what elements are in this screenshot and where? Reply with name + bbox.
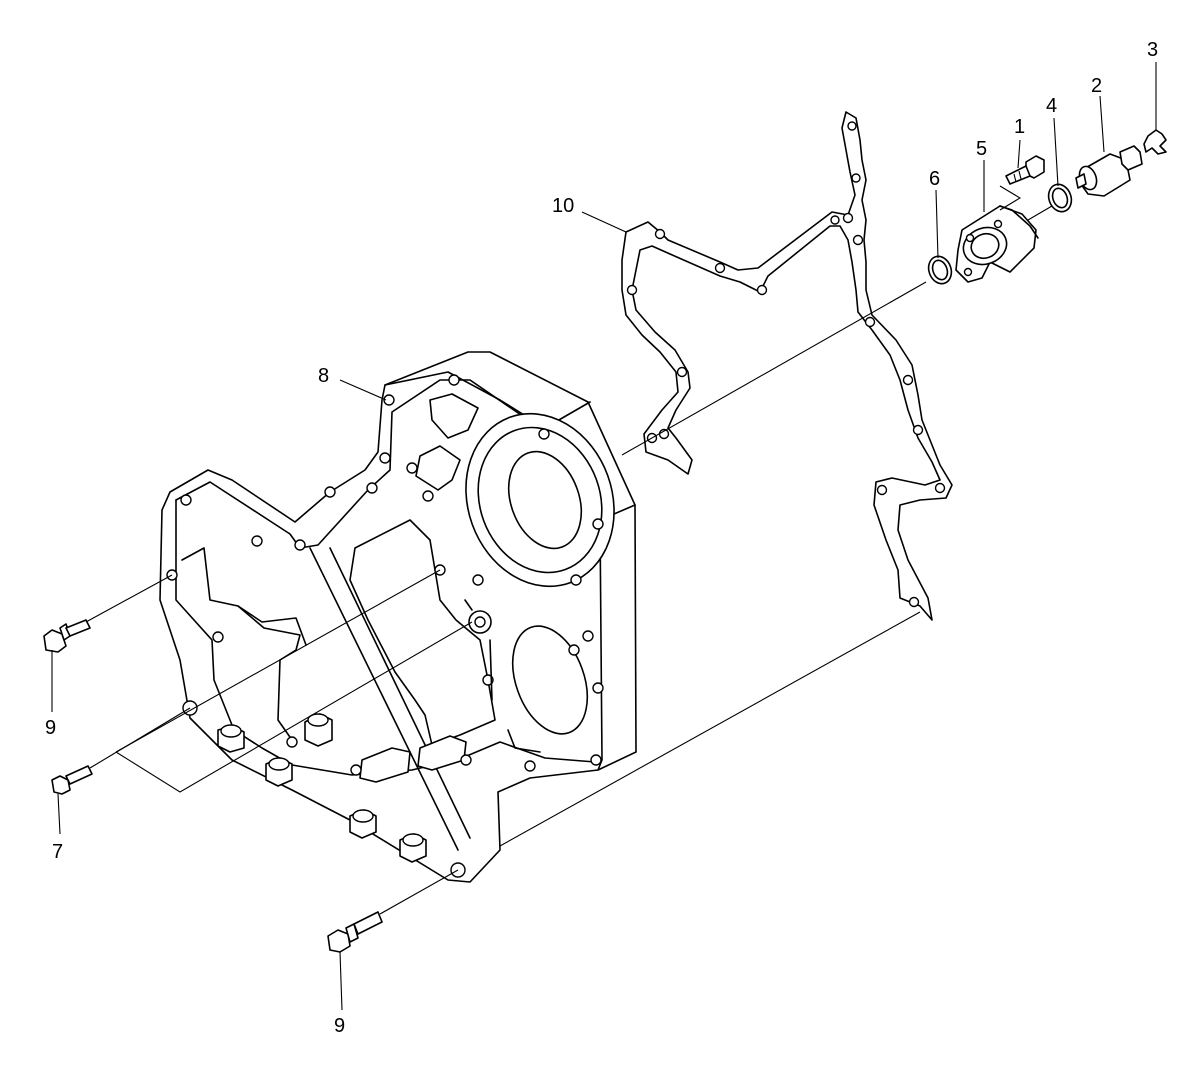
callout-4: 4	[1046, 95, 1057, 117]
callout-10: 10	[552, 195, 574, 217]
callout-3: 3	[1147, 39, 1158, 61]
callout-2: 2	[1091, 75, 1102, 97]
callout-8: 8	[318, 365, 329, 387]
adapter-housing-part-5	[955, 205, 1039, 283]
bolt-part-1	[1005, 155, 1045, 185]
clip-part-3	[1143, 129, 1167, 155]
seal-ring-part-6	[927, 255, 953, 285]
sensor-part-2	[1075, 145, 1143, 197]
callout-9-lower: 9	[334, 1015, 345, 1037]
assembly-axis-line	[499, 611, 921, 847]
leader-lines	[51, 62, 1157, 1011]
cover-bosses	[217, 713, 467, 863]
callout-1: 1	[1014, 116, 1025, 138]
gasket-part-10	[621, 111, 953, 621]
callout-5: 5	[976, 138, 987, 160]
o-ring-part-4	[1047, 183, 1073, 213]
callout-labels: 1 2 3 4 5 6 10 8 9 7 9	[45, 39, 1158, 1037]
bolt-part-7	[51, 765, 93, 795]
callout-7: 7	[52, 841, 63, 863]
bolt-part-9-lower	[327, 911, 383, 953]
front-cover-part-8	[159, 351, 637, 883]
callout-9-upper: 9	[45, 717, 56, 739]
assembly-axis-line	[621, 281, 927, 456]
bolt-part-9-upper	[43, 619, 91, 653]
callout-6: 6	[929, 168, 940, 190]
